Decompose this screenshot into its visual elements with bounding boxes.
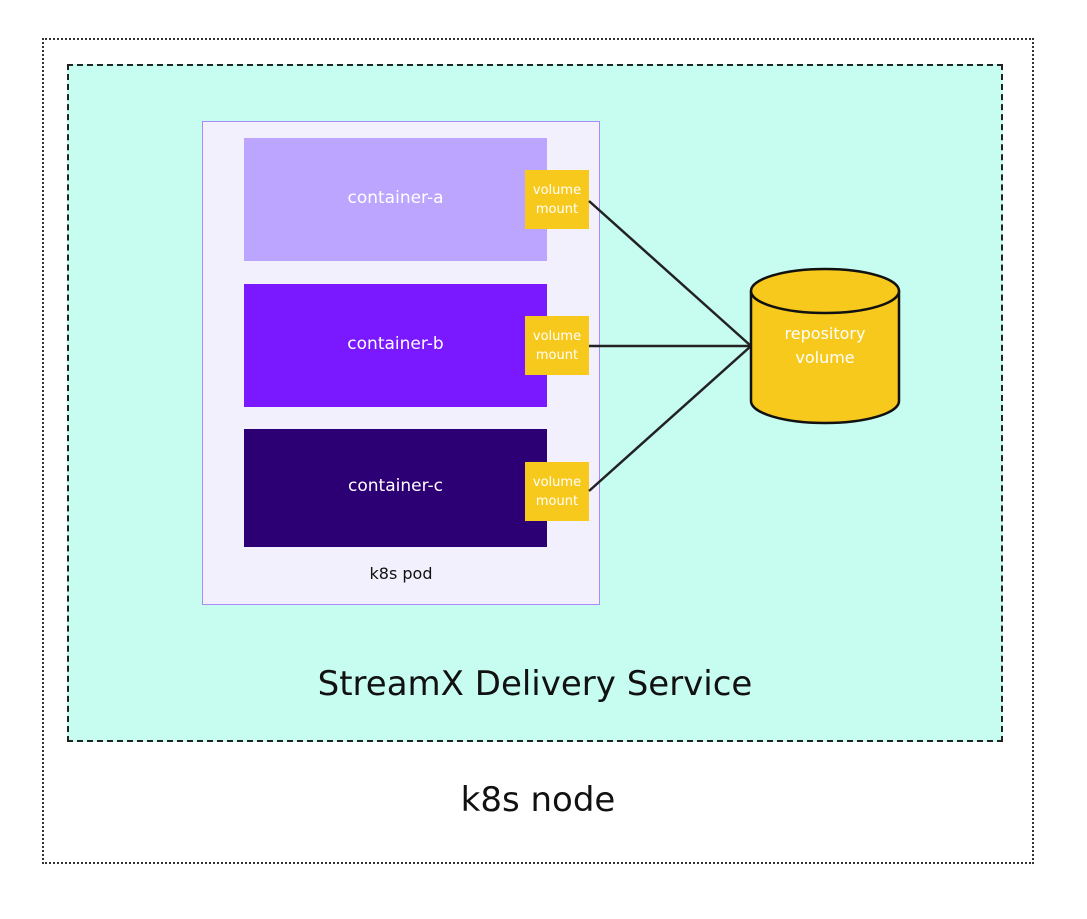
volume-mount-c-line2: mount bbox=[535, 493, 579, 509]
volume-mount-b-line2: mount bbox=[535, 347, 579, 363]
volume-mount-c: volume mount bbox=[525, 462, 589, 521]
volume-mount-b-line1: volume bbox=[532, 328, 582, 344]
k8s-node-boundary bbox=[42, 38, 1034, 864]
repository-volume-line1: repository bbox=[784, 324, 866, 343]
k8s-pod-label: k8s pod bbox=[369, 564, 433, 583]
container-c-label: container-c bbox=[348, 476, 443, 496]
volume-mount-b: volume mount bbox=[525, 316, 589, 375]
container-a-label: container-a bbox=[347, 187, 444, 208]
delivery-service-label: StreamX Delivery Service bbox=[317, 664, 753, 704]
volume-mount-a-line2: mount bbox=[535, 201, 579, 217]
repository-volume-label: repository volume bbox=[750, 322, 900, 370]
container-b-label: container-b bbox=[347, 333, 444, 354]
volume-mount-a: volume mount bbox=[525, 170, 589, 229]
container-b-box: container-b bbox=[244, 284, 547, 407]
volume-mount-c-line1: volume bbox=[532, 474, 582, 490]
k8s-node-label: k8s node bbox=[460, 780, 616, 820]
repository-volume-line2: volume bbox=[795, 348, 855, 367]
container-c-box: container-c bbox=[244, 429, 547, 547]
volume-mount-a-line1: volume bbox=[532, 182, 582, 198]
container-a-box: container-a bbox=[244, 138, 547, 261]
